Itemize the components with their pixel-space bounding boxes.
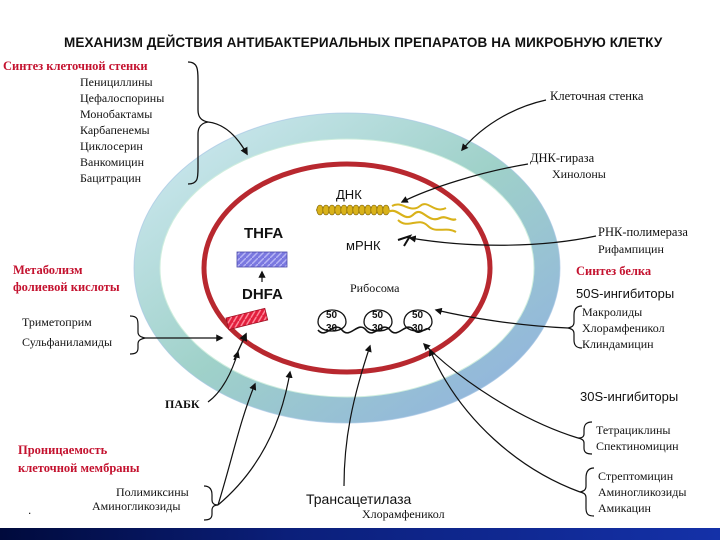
drug-item: Монобактамы [80, 107, 153, 121]
brace-folate [129, 315, 146, 355]
drug-item: Клиндамицин [582, 337, 654, 351]
dna-bead [328, 204, 336, 216]
drug-item: Хлорамфеникол [582, 321, 665, 335]
drug-item: Триметоприм [22, 315, 92, 329]
drug-item: Аминогликозиды [598, 485, 687, 499]
ribosome-1-bottom: 30 [326, 323, 338, 334]
dhfa-label: DHFA [242, 286, 283, 303]
dna-bead [364, 204, 372, 216]
folate-heading-line1: Метаболизм [13, 263, 83, 277]
ribosome-1-top: 50 [326, 310, 338, 321]
drug-item: Карбапенемы [80, 123, 150, 137]
thfa-box [236, 251, 288, 268]
dna-bead [316, 204, 324, 216]
drug-item: Сульфаниламиды [22, 335, 113, 349]
mrna-label: мРНК [346, 238, 381, 253]
drug-item: Макролиды [582, 305, 643, 319]
dna-bead [358, 204, 366, 216]
brace-30s-a [577, 421, 593, 455]
brace-50s [567, 305, 583, 349]
drug-item: Пенициллины [80, 75, 153, 89]
drug-item: Ванкомицин [80, 155, 145, 169]
paba-label: ПАБК [165, 397, 200, 411]
quinolones-label: Хинолоны [552, 167, 606, 181]
cell-wall-ring [134, 113, 560, 423]
rna-polymerase-label: РНК-полимераза [598, 225, 688, 239]
ribosome-3-bottom: 30 [412, 323, 424, 334]
dna-label: ДНК [336, 187, 362, 202]
dna-bead [346, 204, 354, 216]
ribosome-2-bottom: 30 [372, 323, 384, 334]
drug-item: Бацитрацин [80, 171, 142, 185]
brace-30s-b [579, 467, 595, 517]
drug-item: Амикацин [598, 501, 651, 515]
drug-item: Циклосерин [80, 139, 143, 153]
stray-dot: . [28, 503, 32, 517]
dna-bead [352, 204, 360, 216]
drug-item: Стрептомицин [598, 469, 674, 483]
s50-heading: 50S-ингибиторы [576, 286, 675, 301]
dna-strand [316, 203, 457, 233]
folate-heading-line2: фолиевой кислоты [13, 280, 120, 294]
rifampicin-label: Рифампицин [598, 242, 664, 256]
dna-bead [334, 204, 342, 216]
drug-item: Тетрациклины [596, 423, 671, 437]
dna-bead [370, 204, 378, 216]
page-title: МЕХАНИЗМ ДЕЙСТВИЯ АНТИБАКТЕРИАЛЬНЫХ ПРЕП… [64, 35, 663, 50]
drug-item: Цефалоспорины [80, 91, 165, 105]
drug-item: Полимиксины [116, 485, 189, 499]
chloramphenicol-label: Хлорамфеникол [362, 507, 445, 521]
thfa-label: THFA [244, 225, 284, 242]
dna-bead [322, 204, 330, 216]
dna-bead [382, 204, 390, 216]
ribosome-label: Рибосома [350, 281, 400, 295]
dna-gyrase-label: ДНК-гираза [530, 151, 595, 165]
drug-item: Спектиномицин [596, 439, 679, 453]
ribosome-2-top: 50 [372, 310, 384, 321]
dhfa-box [225, 307, 269, 331]
cell-membrane [201, 161, 493, 375]
s30-heading: 30S-ингибиторы [580, 389, 679, 404]
ribosome-3-top: 50 [412, 310, 424, 321]
protein-synthesis-heading: Синтез белка [576, 264, 652, 278]
dna-bead [376, 204, 384, 216]
cell-wall-synthesis-heading: Синтез клеточной стенки [3, 59, 148, 73]
brace-membrane [203, 485, 219, 521]
transacetylase-label: Трансацетилаза [306, 491, 412, 507]
cell-wall-label: Клеточная стенка [550, 89, 644, 103]
membrane-heading-line1: Проницаемость [18, 443, 108, 457]
membrane-heading-line2: клеточной мембраны [18, 461, 140, 475]
ribosome-chain [317, 309, 433, 334]
drug-item: Аминогликозиды [92, 499, 181, 513]
dna-bead [340, 204, 348, 216]
slide-bottom-bar [0, 528, 720, 540]
